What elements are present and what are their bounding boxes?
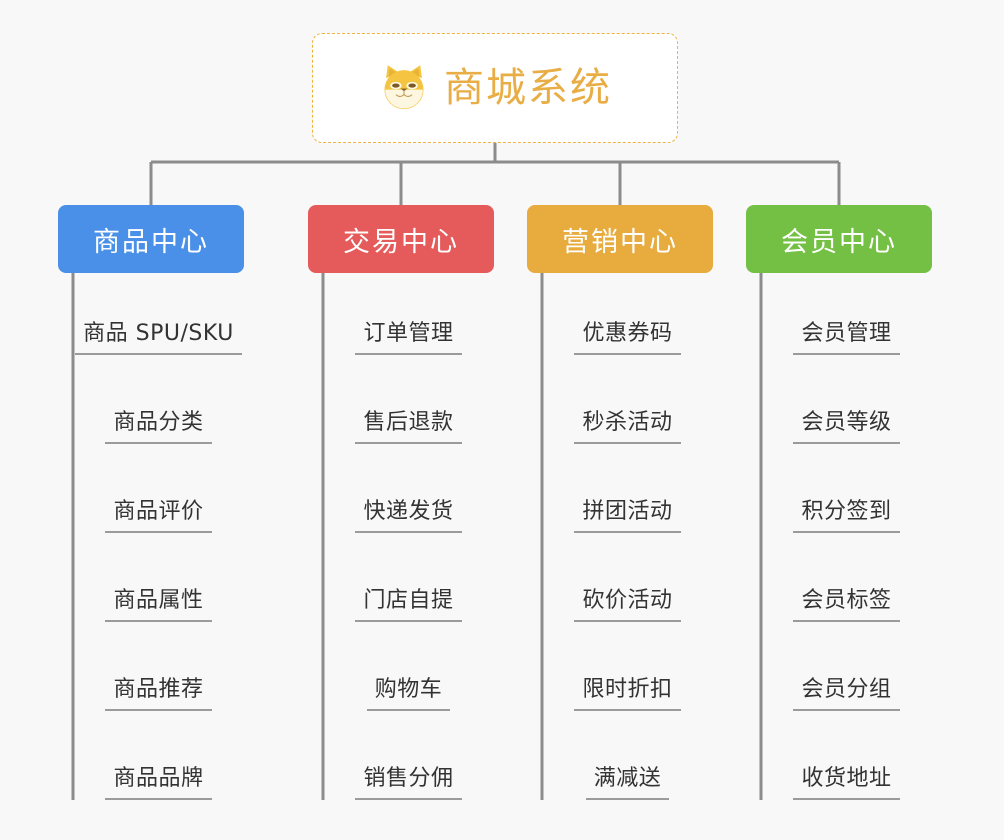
leaf-item[interactable]: 快递发货 xyxy=(323,493,494,533)
leaf-item-label: 销售分佣 xyxy=(355,766,462,800)
leaf-item[interactable]: 会员等级 xyxy=(761,404,932,444)
branch-header-label: 商品中心 xyxy=(93,226,209,258)
leaf-item[interactable]: 商品分类 xyxy=(73,404,244,444)
leaf-item-label: 商品评价 xyxy=(105,499,212,533)
branch-member-center: 会员中心 会员管理会员等级积分签到会员标签会员分组收货地址 xyxy=(746,205,932,800)
leaf-item[interactable]: 销售分佣 xyxy=(323,760,494,800)
branch-header-label: 会员中心 xyxy=(781,226,897,258)
leaf-item-label: 会员分组 xyxy=(793,677,900,711)
leaf-item-label: 会员管理 xyxy=(793,321,900,355)
leaf-item[interactable]: 商品品牌 xyxy=(73,760,244,800)
leaf-item[interactable]: 拼团活动 xyxy=(542,493,713,533)
leaf-item-label: 拼团活动 xyxy=(574,499,681,533)
leaf-item[interactable]: 限时折扣 xyxy=(542,671,713,711)
branch-product-center: 商品中心 商品 SPU/SKU 商品分类商品评价商品属性商品推荐商品品牌 xyxy=(58,205,244,800)
branch-header-trade-center[interactable]: 交易中心 xyxy=(308,205,494,273)
branch-header-label: 营销中心 xyxy=(562,226,678,258)
leaf-item[interactable]: 商品推荐 xyxy=(73,671,244,711)
leaf-item-label: 商品分类 xyxy=(105,410,212,444)
leaf-item-label: 商品 SPU/SKU xyxy=(75,321,242,355)
leaf-item[interactable]: 会员分组 xyxy=(761,671,932,711)
root-title: 商城系统 xyxy=(444,65,612,111)
leaf-item-label: 限时折扣 xyxy=(574,677,681,711)
leaf-item-label: 购物车 xyxy=(366,677,451,711)
shiba-dog-icon xyxy=(384,65,424,110)
leaf-item[interactable]: 会员标签 xyxy=(761,582,932,622)
leaf-item[interactable]: 购物车 xyxy=(323,671,494,711)
leaf-item-label: 会员等级 xyxy=(793,410,900,444)
leaf-item-label: 商品推荐 xyxy=(105,677,212,711)
leaf-item-label: 积分签到 xyxy=(793,499,900,533)
branch-header-label: 交易中心 xyxy=(343,226,459,258)
leaf-item-label: 门店自提 xyxy=(355,588,462,622)
leaf-item-label: 商品品牌 xyxy=(105,766,212,800)
leaf-item[interactable]: 砍价活动 xyxy=(542,582,713,622)
leaf-item[interactable]: 订单管理 xyxy=(323,315,494,355)
leaf-item[interactable]: 秒杀活动 xyxy=(542,404,713,444)
leaf-item[interactable]: 会员管理 xyxy=(761,315,932,355)
leaf-item-label: 商品属性 xyxy=(105,588,212,622)
leaf-item[interactable]: 门店自提 xyxy=(323,582,494,622)
leaf-item-label: 订单管理 xyxy=(355,321,462,355)
leaf-item[interactable]: 收货地址 xyxy=(761,760,932,800)
leaf-item[interactable]: 优惠券码 xyxy=(542,315,713,355)
branch-header-member-center[interactable]: 会员中心 xyxy=(746,205,932,273)
branch-trade-center: 交易中心 订单管理售后退款快递发货门店自提购物车销售分佣 xyxy=(308,205,494,800)
leaf-item[interactable]: 积分签到 xyxy=(761,493,932,533)
leaf-item[interactable]: 商品 SPU/SKU xyxy=(73,315,244,355)
branch-header-marketing-center[interactable]: 营销中心 xyxy=(527,205,713,273)
leaf-item[interactable]: 商品评价 xyxy=(73,493,244,533)
leaf-item-label: 会员标签 xyxy=(793,588,900,622)
leaf-item[interactable]: 售后退款 xyxy=(323,404,494,444)
leaf-item-label: 满减送 xyxy=(585,766,670,800)
leaf-item-label: 秒杀活动 xyxy=(574,410,681,444)
leaf-item-label: 砍价活动 xyxy=(574,588,681,622)
leaf-item[interactable]: 商品属性 xyxy=(73,582,244,622)
branch-marketing-center: 营销中心 优惠券码秒杀活动拼团活动砍价活动限时折扣满减送 xyxy=(527,205,713,800)
leaf-item[interactable]: 满减送 xyxy=(542,760,713,800)
leaf-item-label: 售后退款 xyxy=(355,410,462,444)
branch-header-product-center[interactable]: 商品中心 xyxy=(58,205,244,273)
root-node-card[interactable]: 商城系统 xyxy=(312,33,678,143)
leaf-item-label: 收货地址 xyxy=(793,766,900,800)
leaf-item-label: 优惠券码 xyxy=(574,321,681,355)
leaf-item-label: 快递发货 xyxy=(355,499,462,533)
